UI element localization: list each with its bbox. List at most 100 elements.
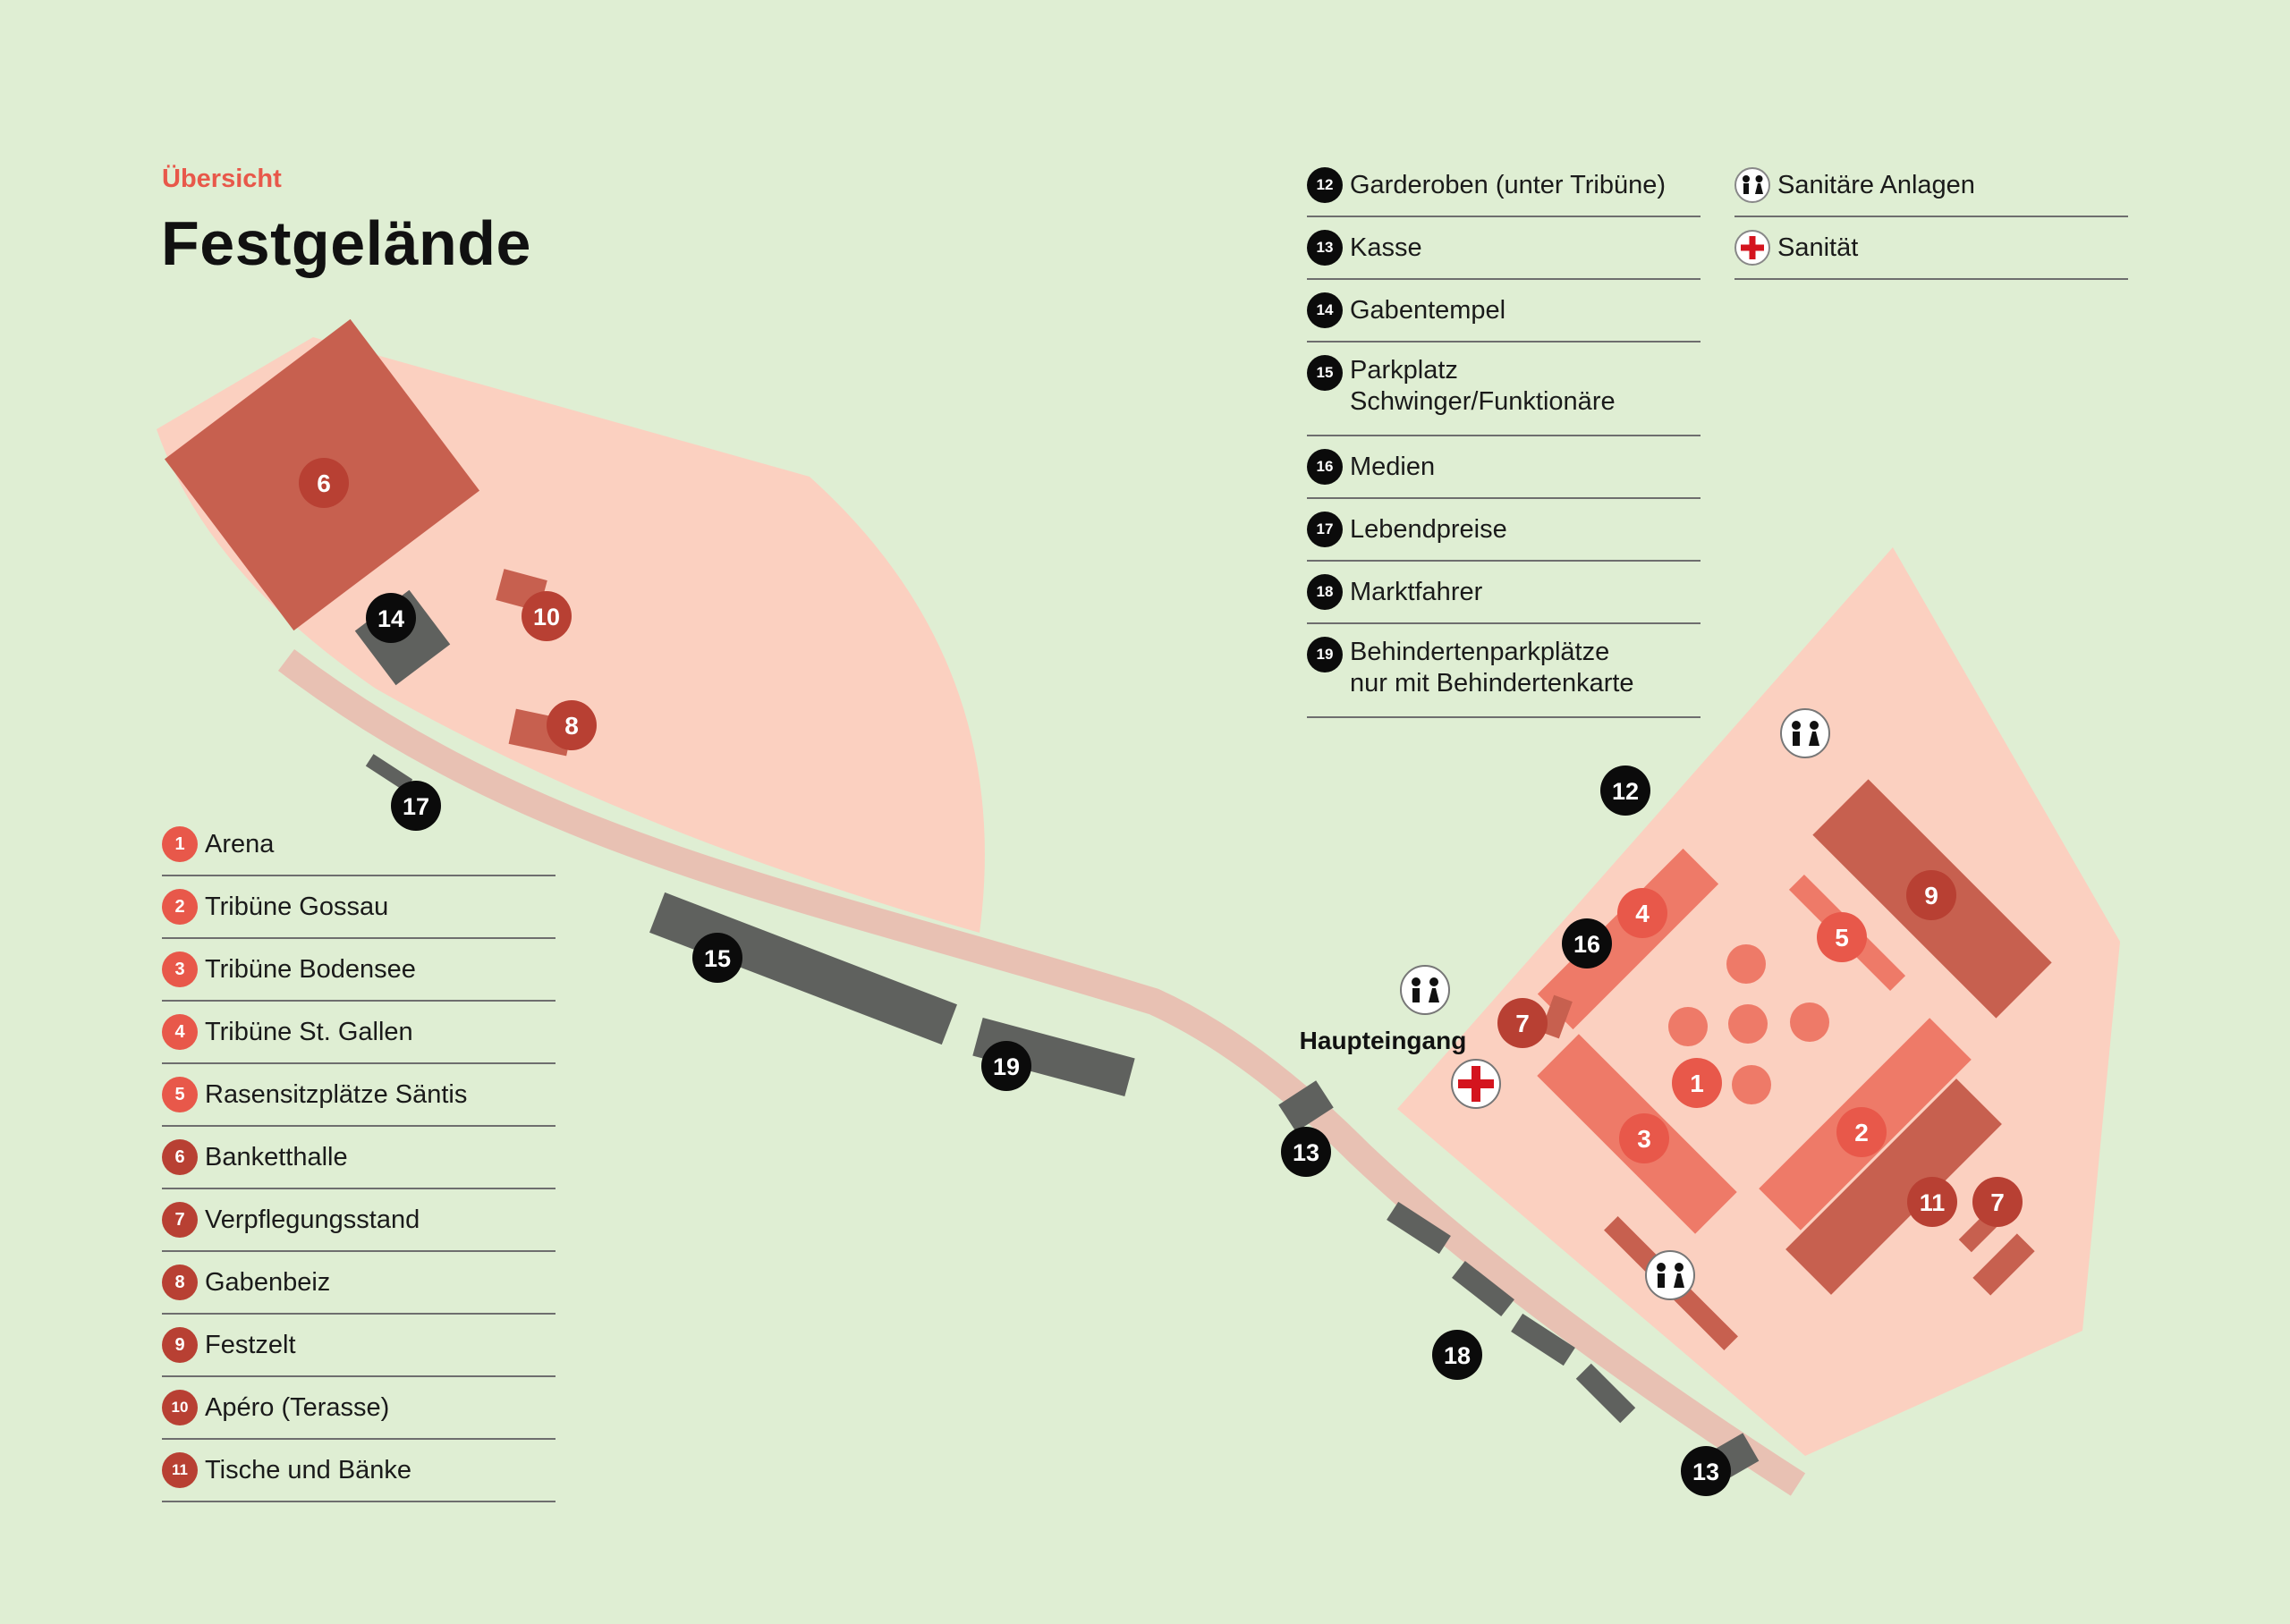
svg-text:11: 11	[1920, 1189, 1946, 1216]
legend-label: Banketthalle	[205, 1142, 348, 1171]
legend-item: Sanität	[1734, 217, 2128, 280]
legend-item: Sanitäre Anlagen	[1734, 155, 2128, 217]
legend-badge: 15	[1307, 355, 1343, 391]
marker-2: 2	[1836, 1107, 1887, 1157]
parkplatz-structure	[649, 892, 957, 1045]
legend-label: Gabenbeiz	[205, 1267, 331, 1297]
svg-text:9: 9	[1924, 882, 1938, 909]
arena-ring	[1728, 1004, 1768, 1044]
marker-13: 13	[1281, 1127, 1331, 1177]
legend-badge: 8	[162, 1265, 198, 1300]
marker-11: 11	[1907, 1177, 1957, 1227]
marker-6: 6	[299, 458, 349, 508]
legend-badge: 12	[1307, 167, 1343, 203]
legend-label: Kasse	[1350, 233, 1422, 262]
legend-label: Tische und Bänke	[205, 1455, 412, 1484]
arena-ring	[1732, 1065, 1771, 1104]
arena-ring	[1668, 1007, 1708, 1046]
legend-badge: 3	[162, 952, 198, 987]
lebendpreise-structure	[365, 754, 413, 791]
east-festival-area	[1397, 547, 2120, 1456]
arena-ring	[1790, 1002, 1829, 1042]
legend-label: Sanität	[1777, 233, 1859, 262]
main-path	[277, 649, 1806, 1496]
legend-label: Rasensitzplätze Säntis	[205, 1079, 468, 1109]
svg-text:7: 7	[1990, 1188, 2005, 1216]
marker-14: 14	[366, 593, 416, 643]
restroom-icon	[1400, 965, 1450, 1015]
svg-text:18: 18	[1444, 1342, 1471, 1369]
marker-19: 19	[981, 1041, 1031, 1091]
legend-badge: 9	[162, 1327, 198, 1363]
marker-9: 9	[1906, 870, 1956, 920]
svg-text:4: 4	[1635, 900, 1650, 927]
market-stall	[1575, 1363, 1636, 1424]
svg-text:1: 1	[1690, 1070, 1704, 1097]
verpflegungsstand-west	[1540, 994, 1573, 1039]
svg-text:15: 15	[704, 945, 731, 972]
legend-label: Medien	[1350, 452, 1436, 481]
legend-badge: 6	[162, 1139, 198, 1175]
market-stall	[1452, 1260, 1514, 1317]
legend-label: Tribüne Bodensee	[205, 954, 416, 984]
svg-text:16: 16	[1573, 931, 1600, 958]
legend-badge: 13	[1307, 230, 1343, 266]
marker-5: 5	[1817, 912, 1867, 962]
marker-10: 10	[522, 591, 572, 641]
svg-text:5: 5	[1835, 924, 1849, 952]
legend-badge: 1	[162, 826, 198, 862]
svg-text:14: 14	[377, 605, 404, 632]
svg-text:2: 2	[1854, 1119, 1869, 1146]
legend-label: Sanitäre Anlagen	[1777, 170, 1975, 199]
marker-7: 7	[1972, 1177, 2023, 1227]
legend-label: Behindertenparkplätze nur mit Behinderte…	[1350, 638, 1634, 698]
restroom-icon	[1780, 708, 1830, 758]
tische-und-baenke	[1785, 1078, 2002, 1295]
svg-text:13: 13	[1293, 1139, 1319, 1166]
legend-label: Gabentempel	[1350, 295, 1506, 325]
marker-1: 1	[1672, 1058, 1722, 1108]
legend-badge: 4	[162, 1014, 198, 1050]
svg-text:17: 17	[403, 793, 429, 820]
legend-label: Festzelt	[205, 1330, 296, 1359]
verpflegungsstand-east	[1972, 1233, 2035, 1296]
page-kicker: Übersicht	[162, 165, 282, 193]
svg-text:13: 13	[1692, 1459, 1719, 1485]
marker-16: 16	[1562, 918, 1612, 968]
marker-7: 7	[1497, 998, 1548, 1048]
marker-4: 4	[1617, 888, 1667, 938]
marker-15: 15	[692, 933, 742, 983]
svg-text:10: 10	[533, 604, 560, 630]
svg-text:3: 3	[1637, 1125, 1651, 1153]
first-aid-icon	[1451, 1059, 1501, 1109]
legend-badge: 5	[162, 1077, 198, 1112]
marker-8: 8	[547, 700, 597, 750]
legend-label: Apéro (Terasse)	[205, 1392, 390, 1422]
market-stall	[1511, 1313, 1575, 1366]
first-aid-icon	[1734, 230, 1770, 266]
behindertenparkplatz-structure	[972, 1017, 1135, 1097]
main-entrance-label: Haupteingang	[1300, 1027, 1467, 1054]
svg-text:12: 12	[1612, 778, 1639, 805]
legend-label: Tribüne St. Gallen	[205, 1017, 413, 1046]
svg-text:19: 19	[993, 1053, 1020, 1080]
legend-label: Tribüne Gossau	[205, 892, 389, 921]
legend-badge: 16	[1307, 449, 1343, 485]
marker-18: 18	[1432, 1330, 1482, 1380]
arena-ring	[1726, 944, 1766, 984]
svg-text:6: 6	[317, 469, 331, 497]
legend-label: Garderoben (unter Tribüne)	[1350, 170, 1667, 199]
